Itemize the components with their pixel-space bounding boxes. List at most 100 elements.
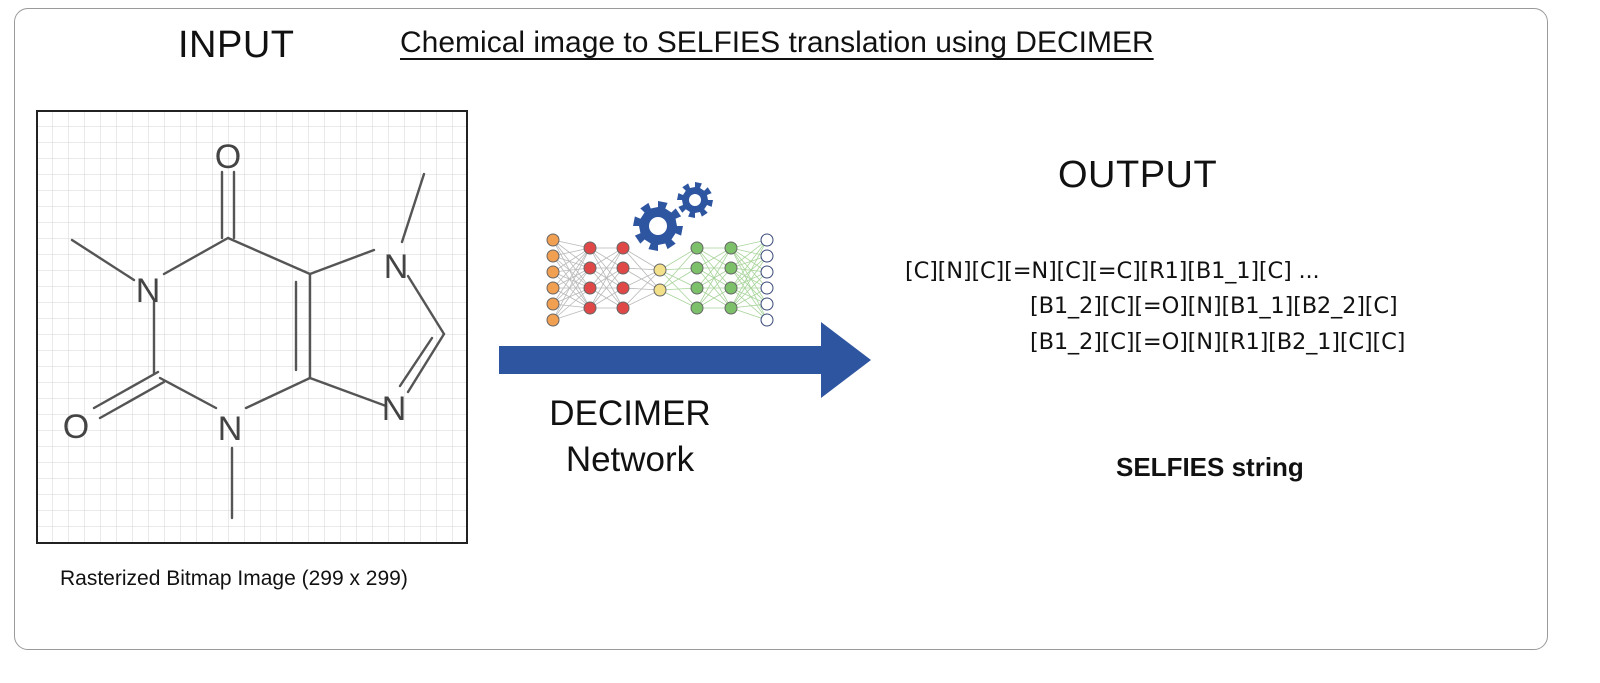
network-node xyxy=(546,233,560,247)
molecule-bitmap-image: O O N N N N xyxy=(36,110,468,544)
network-node xyxy=(724,241,738,255)
network-edge xyxy=(730,247,768,305)
network-label-line1: DECIMER xyxy=(549,394,711,433)
network-node xyxy=(583,281,597,295)
translation-arrow xyxy=(499,322,871,398)
network-edge xyxy=(589,247,624,289)
network-edge xyxy=(622,269,661,289)
network-edge xyxy=(730,247,768,321)
network-node xyxy=(616,281,630,295)
network-edge xyxy=(552,239,591,309)
network-edge xyxy=(659,247,698,291)
network-edge xyxy=(552,271,591,289)
network-node xyxy=(583,241,597,255)
network-edge xyxy=(552,267,591,321)
atom-label-n-bottom: N xyxy=(218,410,243,448)
network-edge xyxy=(730,271,768,309)
network-node xyxy=(546,313,560,327)
network-edge xyxy=(552,247,591,273)
network-edge xyxy=(552,239,591,269)
network-node xyxy=(546,281,560,295)
network-node xyxy=(653,263,667,277)
network-edge xyxy=(589,267,624,309)
network-node xyxy=(583,301,597,315)
bitmap-caption: Rasterized Bitmap Image (299 x 299) xyxy=(60,567,408,590)
network-node xyxy=(616,241,630,255)
network-edge xyxy=(622,269,661,309)
network-edge xyxy=(696,267,732,309)
network-node xyxy=(546,265,560,279)
selfies-caption: SELFIES string xyxy=(1116,452,1304,482)
network-edge xyxy=(730,287,768,305)
network-edge xyxy=(730,247,768,273)
network-edge xyxy=(659,289,698,309)
network-edge xyxy=(622,247,661,271)
network-node xyxy=(760,265,774,279)
atom-label-n-right: N xyxy=(382,390,407,428)
network-edge xyxy=(696,247,732,289)
network-node xyxy=(546,249,560,263)
network-edge xyxy=(622,289,661,309)
network-edge xyxy=(552,287,591,321)
input-heading: INPUT xyxy=(178,24,295,66)
network-nodes xyxy=(546,233,774,327)
network-edge xyxy=(730,271,768,289)
network-edge xyxy=(730,255,768,309)
network-edge xyxy=(730,239,768,269)
network-edge xyxy=(552,287,591,309)
atom-label-n-left: N xyxy=(136,272,161,310)
gear-icon xyxy=(633,201,683,251)
network-node xyxy=(546,297,560,311)
network-edge xyxy=(659,247,698,271)
network-node xyxy=(690,301,704,315)
atom-label-o-top: O xyxy=(215,138,241,176)
network-edge xyxy=(730,267,768,305)
network-edge xyxy=(696,247,732,309)
neural-network-illustration xyxy=(546,182,774,327)
network-node xyxy=(653,283,667,297)
network-edge xyxy=(730,267,768,321)
network-label-line2: Network xyxy=(565,440,695,479)
molecule-bonds xyxy=(70,170,446,520)
network-edge xyxy=(696,247,732,269)
network-node xyxy=(690,261,704,275)
bitmap-grid xyxy=(36,110,468,544)
network-node xyxy=(724,261,738,275)
gear-icon xyxy=(677,182,713,218)
network-edge xyxy=(730,239,768,289)
network-edge xyxy=(730,287,768,321)
network-node xyxy=(690,241,704,255)
network-edge xyxy=(730,267,768,289)
network-node xyxy=(760,249,774,263)
atom-label-n-top: N xyxy=(384,248,409,286)
network-node xyxy=(616,261,630,275)
network-edge xyxy=(552,247,591,305)
network-edge xyxy=(552,239,591,289)
network-edge xyxy=(589,247,624,309)
atom-label-o-left: O xyxy=(63,408,89,446)
network-edge xyxy=(730,239,768,309)
selfies-line: [B1_2][C][=O][N][R1][B2_1][C][C] xyxy=(1030,329,1406,355)
network-edge xyxy=(552,287,591,305)
network-edge xyxy=(659,267,698,291)
diagram-title: Chemical image to SELFIES translation us… xyxy=(400,26,1154,59)
network-edge xyxy=(730,287,768,309)
selfies-line: [B1_2][C][=O][N][B1_1][B2_2][C] xyxy=(1030,293,1398,319)
network-edge xyxy=(552,247,591,289)
network-node xyxy=(724,301,738,315)
network-edge xyxy=(552,247,591,321)
network-edge xyxy=(730,247,768,289)
network-edge xyxy=(552,267,591,289)
network-node xyxy=(760,297,774,311)
network-node xyxy=(760,281,774,295)
network-edge xyxy=(552,271,591,309)
atom-labels: O O N N N N xyxy=(63,138,409,448)
network-node xyxy=(760,313,774,327)
network-node xyxy=(616,301,630,315)
network-node xyxy=(583,261,597,275)
selfies-line: [C][N][C][=N][C][=C][R1][B1_1][C] ... xyxy=(905,258,1320,284)
network-edge xyxy=(552,255,591,309)
network-node xyxy=(760,233,774,247)
network-edge xyxy=(552,255,591,289)
network-edge xyxy=(696,287,732,309)
